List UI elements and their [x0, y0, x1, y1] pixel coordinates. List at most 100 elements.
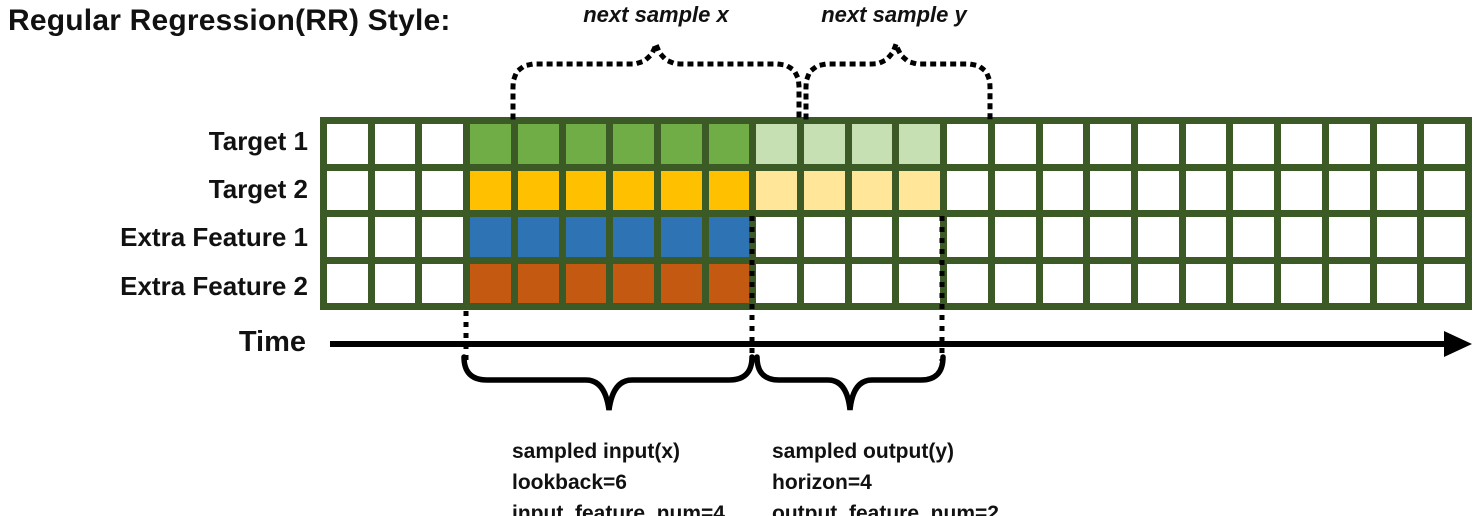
grid-cell: [1328, 170, 1370, 210]
grid-cell: [565, 124, 607, 164]
grid-cell: [613, 217, 654, 257]
sample-grid: [320, 117, 1472, 310]
grid-cell: [994, 170, 1036, 210]
grid-cell: [947, 217, 988, 257]
row-label-extra-feature-2: Extra Feature 2: [120, 271, 308, 301]
grid-cell: [1138, 263, 1179, 303]
grid-cell: [1042, 217, 1084, 257]
grid-cell: [1376, 263, 1418, 303]
grid-cell: [1281, 217, 1322, 257]
input-feature-num-value: input_feature_num=4: [512, 502, 725, 516]
output-feature-num-value: output_feature_num=2: [772, 502, 999, 516]
grid-cell: [374, 217, 416, 257]
grid-cell: [708, 217, 750, 257]
grid-cell: [470, 217, 511, 257]
grid-cell: [851, 263, 893, 303]
next-sample-x-brace: [510, 35, 802, 120]
grid-cell: [327, 263, 368, 303]
horizon-value: horizon=4: [772, 471, 872, 494]
grid-cell: [565, 170, 607, 210]
grid-cell: [517, 263, 559, 303]
grid-cell: [565, 217, 607, 257]
grid-cell: [1090, 217, 1132, 257]
grid-cell: [804, 124, 845, 164]
grid-cell: [756, 263, 798, 303]
grid-cell: [899, 263, 941, 303]
time-arrow-icon: [330, 331, 1472, 357]
row-label-target-2: Target 2: [208, 174, 308, 204]
grid-cell: [422, 170, 464, 210]
grid-cell: [899, 217, 941, 257]
grid-cell: [660, 124, 702, 164]
grid-cell: [708, 263, 750, 303]
grid-cell: [422, 124, 464, 164]
sampled-input-brace: [461, 354, 755, 411]
grid-cell: [1138, 217, 1179, 257]
grid-cell: [660, 170, 702, 210]
row-label-target-1: Target 1: [208, 126, 308, 156]
grid-cell: [613, 124, 654, 164]
grid-cell: [1424, 263, 1465, 303]
grid-cell: [1424, 170, 1465, 210]
grid-cell: [1328, 124, 1370, 164]
grid-cell: [1042, 263, 1084, 303]
grid-cell: [708, 124, 750, 164]
grid-cell: [1328, 263, 1370, 303]
grid-cell: [1185, 217, 1227, 257]
grid-cell: [947, 124, 988, 164]
grid-cell: [1185, 263, 1227, 303]
grid-cell: [660, 217, 702, 257]
grid-cell: [327, 124, 368, 164]
grid-cell: [1185, 170, 1227, 210]
row-label-extra-feature-1: Extra Feature 1: [120, 222, 308, 252]
grid-cell: [708, 170, 750, 210]
grid-cell: [947, 263, 988, 303]
grid-cell: [1185, 124, 1227, 164]
grid-cell: [994, 217, 1036, 257]
grid-cell: [1376, 170, 1418, 210]
grid-cell: [756, 170, 798, 210]
grid-cell: [1090, 263, 1132, 303]
grid-cell: [851, 170, 893, 210]
grid-cell: [1233, 170, 1275, 210]
grid-cell: [1281, 263, 1322, 303]
sampled-input-caption: sampled input(x) lookback=6 input_featur…: [512, 436, 725, 516]
grid-cell: [1042, 124, 1084, 164]
grid-cell: [899, 124, 941, 164]
grid-cell: [1376, 217, 1418, 257]
grid-cell: [851, 124, 893, 164]
next-sample-y-label: next sample y: [821, 2, 967, 27]
grid-cell: [994, 124, 1036, 164]
grid-cell: [1281, 170, 1322, 210]
grid-cell: [851, 217, 893, 257]
sampled-input-title: sampled input(x): [512, 440, 681, 463]
grid-cell: [374, 170, 416, 210]
sampled-output-brace: [754, 354, 946, 411]
grid-cell: [899, 170, 941, 210]
grid-cell: [756, 124, 798, 164]
grid-cell: [1090, 170, 1132, 210]
grid-cell: [1424, 217, 1465, 257]
grid-cell: [327, 217, 368, 257]
grid-cell: [947, 170, 988, 210]
grid-cell: [660, 263, 702, 303]
grid-cell: [1090, 124, 1132, 164]
next-sample-y-brace: [803, 35, 993, 120]
grid-cell: [1281, 124, 1322, 164]
grid-cell: [517, 170, 559, 210]
grid-cell: [470, 124, 511, 164]
grid-cell: [422, 263, 464, 303]
grid-cell: [1138, 170, 1179, 210]
grid-cell: [374, 263, 416, 303]
grid-cell: [1233, 217, 1275, 257]
lookback-value: lookback=6: [512, 471, 627, 494]
page-title: Regular Regression(RR) Style:: [8, 4, 451, 37]
grid-cell: [804, 263, 845, 303]
grid-cell: [565, 263, 607, 303]
grid-cell: [804, 217, 845, 257]
grid-cell: [613, 263, 654, 303]
grid-cell: [1042, 170, 1084, 210]
sampled-output-title: sampled output(y): [772, 440, 954, 463]
grid-cell: [1424, 124, 1465, 164]
